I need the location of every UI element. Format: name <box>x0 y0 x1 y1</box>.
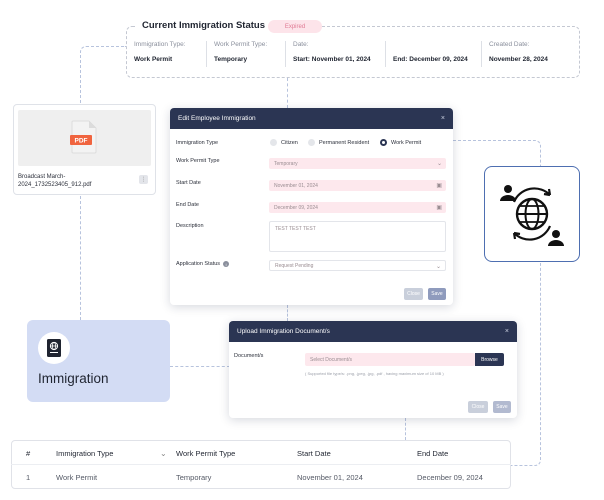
immigration-type-label: Immigration Type <box>176 140 219 146</box>
select-documents-input[interactable]: Select Document/s <box>305 353 475 366</box>
connector-upload-to-table <box>405 418 406 440</box>
table-header-immigration-type[interactable]: Immigration Type <box>56 449 114 458</box>
status-end-date: End: December 09, 2024 <box>393 56 468 63</box>
connector-right <box>453 140 541 166</box>
description-textarea[interactable]: TEST TEST TEST <box>269 221 446 252</box>
table-cell-work-permit-type: Temporary <box>176 473 212 482</box>
immigration-label: Immigration <box>38 371 109 386</box>
radio-citizen[interactable]: Citizen <box>270 139 298 146</box>
table-cell-end-date: December 09, 2024 <box>417 473 483 482</box>
upload-close-button[interactable]: Close <box>468 401 488 413</box>
status-title: Current Immigration Status <box>136 20 271 31</box>
table-divider <box>11 464 511 465</box>
edit-save-button[interactable]: Save <box>428 288 446 300</box>
upload-document-modal: Upload Immigration Document/s × <box>229 321 517 418</box>
passport-icon-wrap <box>38 332 70 364</box>
calendar-icon[interactable]: ▣ <box>436 205 442 211</box>
connector-center-mid <box>287 305 288 321</box>
table-header-work-permit-type[interactable]: Work Permit Type <box>176 449 236 458</box>
upload-modal-header: Upload Immigration Document/s × <box>229 321 517 342</box>
upload-modal-title: Upload Immigration Document/s <box>237 328 330 335</box>
status-created-date: Created Date: November 28, 2024 <box>489 41 548 63</box>
status-badge: Expired <box>268 20 322 33</box>
start-date-label: Start Date <box>176 180 201 186</box>
close-icon[interactable]: × <box>504 328 509 335</box>
document-file-name: Broadcast March-2024_1732523405_912.pdf <box>18 174 92 188</box>
pdf-icon-text: PDF <box>75 138 88 145</box>
document-menu-button[interactable]: ⋮ <box>139 175 148 184</box>
start-date-input[interactable]: November 01, 2024 ▣ <box>269 180 446 191</box>
table-header-start-date[interactable]: Start Date <box>297 449 331 458</box>
end-date-input[interactable]: December 09, 2024 ▣ <box>269 202 446 213</box>
connector-center-top <box>287 78 288 108</box>
table-header-index: # <box>26 449 31 458</box>
work-permit-type-label: Work Permit Type <box>176 158 220 164</box>
end-date-label: End Date <box>176 202 199 208</box>
chevron-down-icon: ⌄ <box>435 264 441 270</box>
documents-label: Document/s <box>234 353 264 359</box>
connector-right-bottom <box>511 263 541 466</box>
edit-modal-header: Edit Employee Immigration × <box>170 108 453 129</box>
globe-feature-card <box>484 166 580 262</box>
description-label: Description <box>176 223 204 229</box>
connector-left-top <box>80 46 126 104</box>
radio-work-permit[interactable]: Work Permit <box>380 139 421 146</box>
upload-hint: ( Supported file type/s: .png, .jpeg, .j… <box>305 371 444 376</box>
connector-imm-to-upload <box>170 366 230 367</box>
global-people-icon <box>499 184 564 246</box>
status-immigration-type: Immigration Type: Work Permit <box>134 41 186 63</box>
table-cell-start-date: November 01, 2024 <box>297 473 363 482</box>
pdf-file-icon: PDF <box>70 120 97 154</box>
work-permit-type-select[interactable]: Temporary ⌄ <box>269 158 446 169</box>
chevron-down-icon[interactable]: ⌄ <box>160 449 167 458</box>
application-status-label: Application Status i <box>176 261 230 267</box>
chevron-down-icon: ⌄ <box>436 161 442 167</box>
edit-modal-title: Edit Employee Immigration <box>178 115 256 122</box>
connector-left-vertical <box>80 196 81 320</box>
table-header-end-date[interactable]: End Date <box>417 449 449 458</box>
info-icon: i <box>223 261 230 267</box>
status-divider <box>481 41 482 67</box>
status-divider <box>385 41 386 67</box>
status-divider <box>285 41 286 67</box>
table-cell-index: 1 <box>26 473 31 482</box>
radio-permanent-resident[interactable]: Permanent Resident <box>308 139 369 146</box>
upload-save-button[interactable]: Save <box>493 401 511 413</box>
radio-dot-selected <box>380 139 387 146</box>
radio-dot <box>308 139 315 146</box>
status-card <box>126 26 580 78</box>
status-work-permit-type: Work Permit Type: Temporary <box>214 41 268 63</box>
radio-dot <box>270 139 277 146</box>
status-start-date: Date: Start: November 01, 2024 <box>293 41 371 63</box>
close-icon[interactable]: × <box>440 115 445 122</box>
status-divider <box>206 41 207 67</box>
passport-icon <box>47 339 61 357</box>
application-status-select[interactable]: Request Pending ⌄ <box>269 260 446 271</box>
calendar-icon[interactable]: ▣ <box>436 183 442 189</box>
table-cell-immigration-type: Work Permit <box>56 473 98 482</box>
browse-button[interactable]: Browse <box>475 353 504 366</box>
edit-close-button[interactable]: Close <box>404 288 423 300</box>
